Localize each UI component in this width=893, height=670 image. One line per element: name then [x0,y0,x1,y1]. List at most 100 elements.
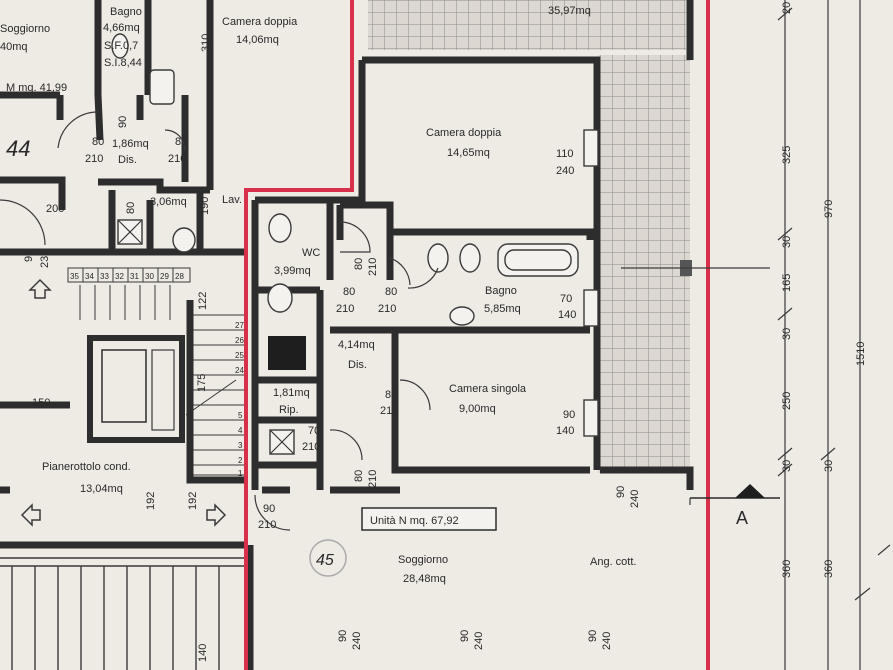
room-bagno-left-area: 3,06mq [150,196,187,208]
dim-140-camera: 140 [556,425,574,437]
room-camera-doppia-area: 14,65mq [447,147,490,159]
stair-number: 26 [235,336,244,345]
stairwell [67,267,248,476]
dim-310: 310 [200,34,212,52]
dim-90-bottom-3: 90 [587,630,599,642]
balcony-railing [0,557,245,670]
stair-number: 30 [145,272,154,281]
dim-80-bagno: 80 [385,286,397,298]
stair-number: 31 [130,272,139,281]
room-bagno-name: Bagno [485,285,517,297]
unit-boundary [244,0,710,670]
stair-number: 35 [70,272,79,281]
stair-numbers-side: 27 26 25 24 5 4 3 2 1 [235,321,244,478]
dim-240-terrace: 240 [629,490,641,508]
dim-right-20: 20 [781,2,793,14]
room-labels: Soggiorno 40mq M mq. 41,99 Bagno 4,66mq … [0,5,636,585]
dim-210-rip: 210 [302,441,320,453]
dim-90-entry: 90 [263,503,275,515]
room-dis-name: Dis. [348,359,367,371]
stair-number: 32 [115,272,124,281]
dim-right-30-c: 30 [781,460,793,472]
dim-70-bagno: 70 [560,293,572,305]
stair-numbers-top: 35 34 33 32 31 30 29 28 [70,272,184,281]
dim-right-970: 970 [823,200,835,218]
room-dis-left-area: 1,86mq [112,138,149,150]
room-camera-singola-name: Camera singola [449,383,527,395]
dim-80-wc-v: 80 [353,258,365,270]
dim-236: 236 [39,250,51,268]
dim-80-left: 80 [92,136,104,148]
dimension-labels: 200 150 80 210 80 210 110 240 80 210 80 … [32,136,576,531]
dim-192-a: 192 [145,492,157,510]
stair-number: 4 [238,426,243,435]
dim-right-325: 325 [781,146,793,164]
elevator-shaft [87,335,185,443]
stair-number: 2 [238,456,243,465]
dim-210-rip-v: 210 [367,470,379,488]
dim-right-360-b: 360 [823,560,835,578]
unit-label-box [361,507,497,531]
room-rip-name: Rip. [279,404,299,416]
dim-right-165: 165 [781,274,793,292]
dim-210-left2: 210 [168,153,186,165]
dim-210-wc: 210 [336,303,354,315]
room-tag-45: 45 [316,552,334,569]
dim-80-left2: 80 [175,136,187,148]
dim-110: 110 [556,148,574,160]
room-camera-doppia-top-name: Camera doppia [222,16,298,28]
room-bagno-top-name: Bagno [110,6,142,18]
room-camera-doppia-name: Camera doppia [426,127,502,139]
dim-70-rip: 70 [308,425,320,437]
dim-175: 175 [196,374,208,392]
dim-80-rip-v: 80 [353,470,365,482]
dim-90-bottom-2: 90 [459,630,471,642]
room-soggiorno-area: 28,48mq [403,573,446,585]
utility-shaft [268,336,306,370]
dimension-chain-right [621,0,891,670]
room-bagno-top-note2: S.I.8,44 [104,57,142,69]
stair-number: 24 [235,366,244,375]
dim-right-30-b: 30 [781,328,793,340]
room-bagno-top-note1: S.F.0,7 [104,40,138,52]
stair-number: 3 [238,441,243,450]
dim-right-1510: 1510 [855,342,867,366]
dim-240-bottom-2: 240 [473,632,485,650]
stair-number: 25 [235,351,244,360]
section-label: A [736,508,748,528]
room-pianerottolo-name: Pianerottolo cond. [42,461,131,473]
room-bagno-top-area: 4,66mq [103,22,140,34]
room-tag-circle [309,539,347,577]
fixtures [111,33,692,455]
room-soggiorno-name: Soggiorno [398,554,448,566]
room-dis-area: 4,14mq [338,339,375,351]
entry-arrows [20,278,227,527]
room-rip-area: 1,81mq [273,387,310,399]
room-wc-area: 3,99mq [274,265,311,277]
dim-right-250: 250 [781,392,793,410]
dim-right-360: 360 [781,560,793,578]
room-soggiorno-left-area: 40mq [0,41,28,53]
dimension-labels-vertical: 310 190 236 90 122 175 192 192 140 80 21… [23,2,867,662]
door-swings [0,111,439,531]
dim-210-left: 210 [85,153,103,165]
terrace-right-tiles [598,55,690,473]
dim-80-wc: 80 [343,286,355,298]
room-wc-name: WC [302,247,320,259]
dim-190: 190 [199,197,211,215]
room-terrace-area: 35,97mq [548,5,591,17]
stair-number: 34 [85,272,94,281]
stair-number: 27 [235,321,244,330]
room-bagno-area: 5,85mq [484,303,521,315]
room-ang-cott: Ang. cott. [590,556,636,568]
dim-200: 200 [46,203,64,215]
stair-number: 1 [238,469,243,478]
dim-210-camera: 210 [380,405,398,417]
dim-150: 150 [32,397,50,409]
section-marker: A [690,484,780,528]
room-soggiorno-left-name: Soggiorno [0,23,50,35]
dim-140-bottom: 140 [197,644,209,662]
dim-122: 122 [197,292,209,310]
dim-90-top-v: 90 [117,116,129,128]
